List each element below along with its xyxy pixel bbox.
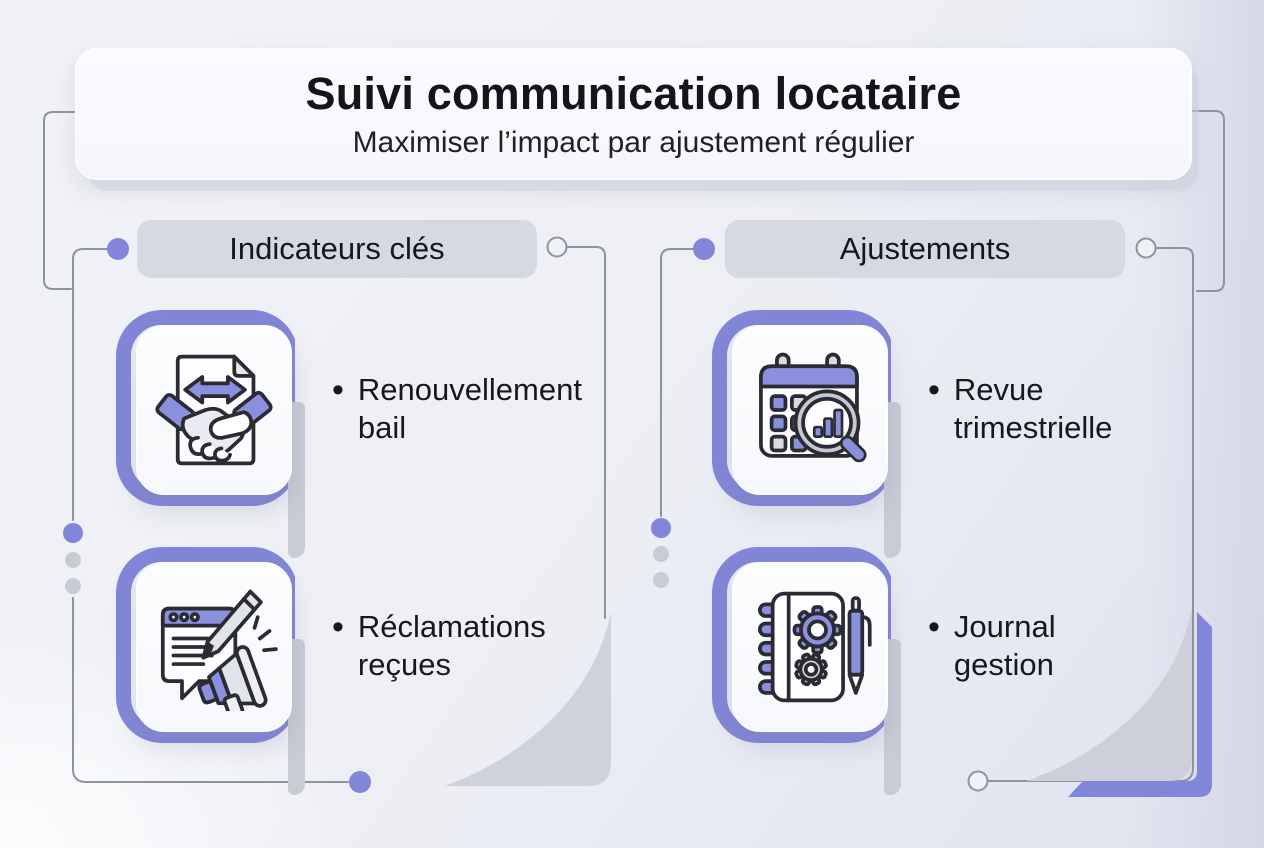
connector-line-left-rail [72,248,109,521]
column-header-indicators-label: Indicateurs clés [229,231,445,266]
gray-band-decoration [884,402,901,558]
bullet-marker: • [928,371,940,409]
management-journal-icon [732,562,888,732]
list-item-lease-renewal: • Renouvellement bail [116,310,582,558]
bullet-marker: • [332,371,344,409]
column-header-indicators: Indicateurs clés [137,220,537,278]
item-text: Revue trimestrielle [953,372,1113,445]
calendar-review-icon [732,325,888,495]
connector-dot-right-rail-gray2 [653,572,669,588]
gray-band-decoration [288,639,305,795]
connector-line-top-right [1188,110,1225,292]
connector-dot-left-rail [63,523,83,543]
quarterly-review-icon-block [712,310,902,558]
connector-ring-bottom-right [967,770,989,792]
item-label-management-journal: • Journal gestion [928,608,1056,684]
connector-line-right-rail [660,248,694,517]
connector-ring-right-pill [1135,237,1157,259]
page-title: Suivi communication locataire [305,68,962,119]
connector-dot-right-pill [693,238,715,260]
connector-dot-left-rail-gray2 [65,578,81,594]
list-item-quarterly-review: • Revue trimestrielle [712,310,1112,558]
connector-ring-left-pill [546,236,568,258]
column-header-adjustments-label: Ajustements [839,231,1011,266]
connector-dot-right-rail-gray1 [653,546,669,562]
connector-dot-bottom-left [349,771,371,793]
corner-accent [1068,612,1212,797]
connector-line-top-left [43,111,77,290]
bullet-marker: • [928,608,940,646]
list-item-management-journal: • Journal gestion [712,547,1056,795]
list-item-claims: • Réclamations reçues [116,547,546,795]
connector-dot-right-rail [651,518,671,538]
column-header-adjustments: Ajustements [725,220,1125,278]
item-label-lease-renewal: • Renouvellement bail [332,371,582,447]
connector-dot-left-rail-gray1 [65,552,81,568]
bullet-marker: • [332,608,344,646]
item-label-quarterly-review: • Revue trimestrielle [928,371,1112,447]
page-subtitle: Maximiser l’impact par ajustement réguli… [352,126,915,159]
item-label-claims: • Réclamations reçues [332,608,546,684]
gray-band-decoration [884,639,901,795]
item-text: Réclamations reçues [357,609,546,682]
gray-band-decoration [288,402,305,558]
lease-renewal-handshake-icon [136,325,292,495]
item-text: Renouvellement bail [357,372,582,445]
lease-renewal-icon-block [116,310,306,558]
item-text: Journal gestion [953,609,1056,682]
claims-icon-block [116,547,306,795]
management-journal-icon-block [712,547,902,795]
header-card: Suivi communication locataire Maximiser … [75,48,1192,180]
connector-dot-left-pill [107,238,129,260]
claims-feedback-icon [136,562,292,732]
